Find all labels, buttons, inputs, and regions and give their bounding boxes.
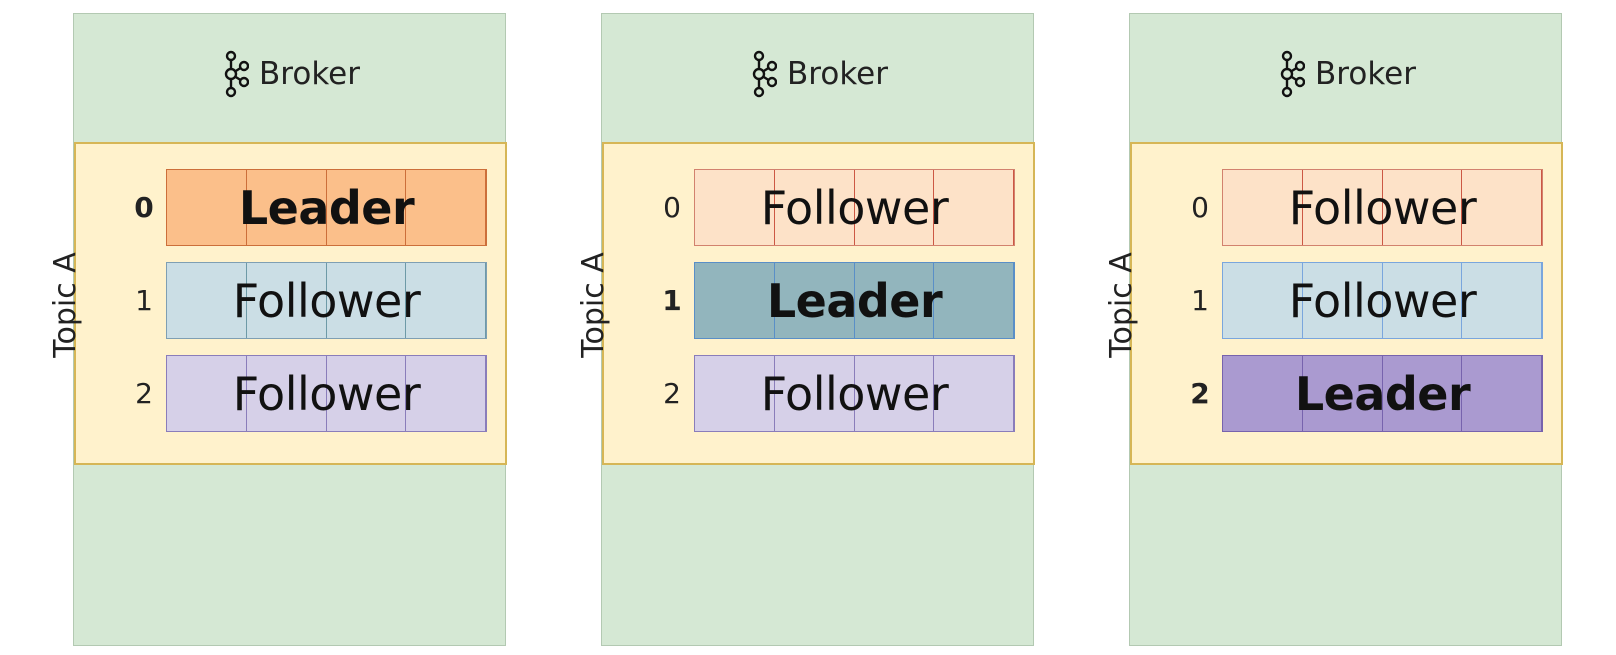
partition-number: 1 — [662, 284, 682, 317]
partition-number: 2 — [135, 377, 153, 410]
broker-header: Broker — [74, 50, 505, 98]
log-segment — [934, 263, 1014, 338]
partition-number: 0 — [663, 191, 681, 224]
topic-label: Topic A — [48, 252, 83, 358]
partition-role: Follower — [1288, 180, 1477, 235]
topic-box: Topic A 0 Follower 1 Leader 2 Follower — [576, 142, 1035, 465]
log-segment — [167, 170, 247, 245]
topic-label: Topic A — [1104, 252, 1139, 358]
partition-number: 0 — [1191, 191, 1209, 224]
kafka-icon — [1280, 50, 1306, 98]
log-segment — [1462, 170, 1542, 245]
topic-label: Topic A — [576, 252, 611, 358]
partition-0-log: Follower — [1222, 169, 1543, 246]
log-segment — [855, 263, 935, 338]
log-segment — [327, 263, 407, 338]
partition-number: 1 — [135, 284, 153, 317]
kafka-icon — [224, 50, 250, 98]
log-segment — [406, 356, 486, 431]
partition-1-log: Follower — [1222, 262, 1543, 339]
log-segment — [1462, 263, 1542, 338]
partition-number: 2 — [1190, 377, 1210, 410]
partition-role: Follower — [760, 366, 949, 421]
log-segment — [1223, 170, 1303, 245]
log-segment — [1383, 170, 1463, 245]
broker-label: Broker — [787, 56, 888, 92]
log-segment — [934, 356, 1014, 431]
partition-number: 1 — [1191, 284, 1209, 317]
log-segment — [247, 170, 327, 245]
log-segment — [695, 356, 775, 431]
partition-2-log: Leader — [1222, 355, 1543, 432]
partition-0-log: Follower — [694, 169, 1015, 246]
log-segment — [775, 356, 855, 431]
broker-3: Broker Topic A 0 Follower 1 Follower 2 L… — [1104, 13, 1563, 646]
log-segment — [775, 170, 855, 245]
log-segment — [1383, 356, 1463, 431]
kafka-icon — [752, 50, 778, 98]
log-segment — [934, 170, 1014, 245]
partition-role: Leader — [1294, 366, 1471, 421]
log-segment — [1383, 263, 1463, 338]
broker-2: Broker Topic A 0 Follower 1 Leader 2 Fol… — [576, 13, 1035, 646]
broker-header: Broker — [602, 50, 1033, 98]
partition-1-log: Follower — [166, 262, 487, 339]
log-segment — [247, 263, 327, 338]
partition-0-log: Leader — [166, 169, 487, 246]
partition-role: Leader — [238, 180, 415, 235]
log-segment — [1462, 356, 1542, 431]
log-segment — [327, 170, 407, 245]
log-segment — [167, 356, 247, 431]
topic-box: Topic A 0 Follower 1 Follower 2 Leader — [1104, 142, 1563, 465]
broker-1: Broker Topic A 0 Leader 1 Follower 2 Fol… — [48, 13, 507, 646]
log-segment — [695, 170, 775, 245]
partition-role: Follower — [232, 366, 421, 421]
partition-role: Follower — [1288, 273, 1477, 328]
log-segment — [406, 263, 486, 338]
log-segment — [1223, 356, 1303, 431]
partition-number: 0 — [134, 191, 154, 224]
partition-1-log: Leader — [694, 262, 1015, 339]
partition-role: Follower — [760, 180, 949, 235]
log-segment — [1303, 263, 1383, 338]
log-segment — [327, 356, 407, 431]
log-segment — [775, 263, 855, 338]
log-segment — [695, 263, 775, 338]
log-segment — [167, 263, 247, 338]
partition-role: Leader — [766, 273, 943, 328]
partition-2-log: Follower — [166, 355, 487, 432]
partition-role: Follower — [232, 273, 421, 328]
broker-label: Broker — [1315, 56, 1416, 92]
log-segment — [406, 170, 486, 245]
broker-header: Broker — [1130, 50, 1561, 98]
partition-2-log: Follower — [694, 355, 1015, 432]
partition-number: 2 — [663, 377, 681, 410]
log-segment — [855, 356, 935, 431]
log-segment — [1303, 356, 1383, 431]
log-segment — [247, 356, 327, 431]
broker-label: Broker — [259, 56, 360, 92]
log-segment — [1223, 263, 1303, 338]
log-segment — [1303, 170, 1383, 245]
topic-box: Topic A 0 Leader 1 Follower 2 Follower — [48, 142, 507, 465]
log-segment — [855, 170, 935, 245]
